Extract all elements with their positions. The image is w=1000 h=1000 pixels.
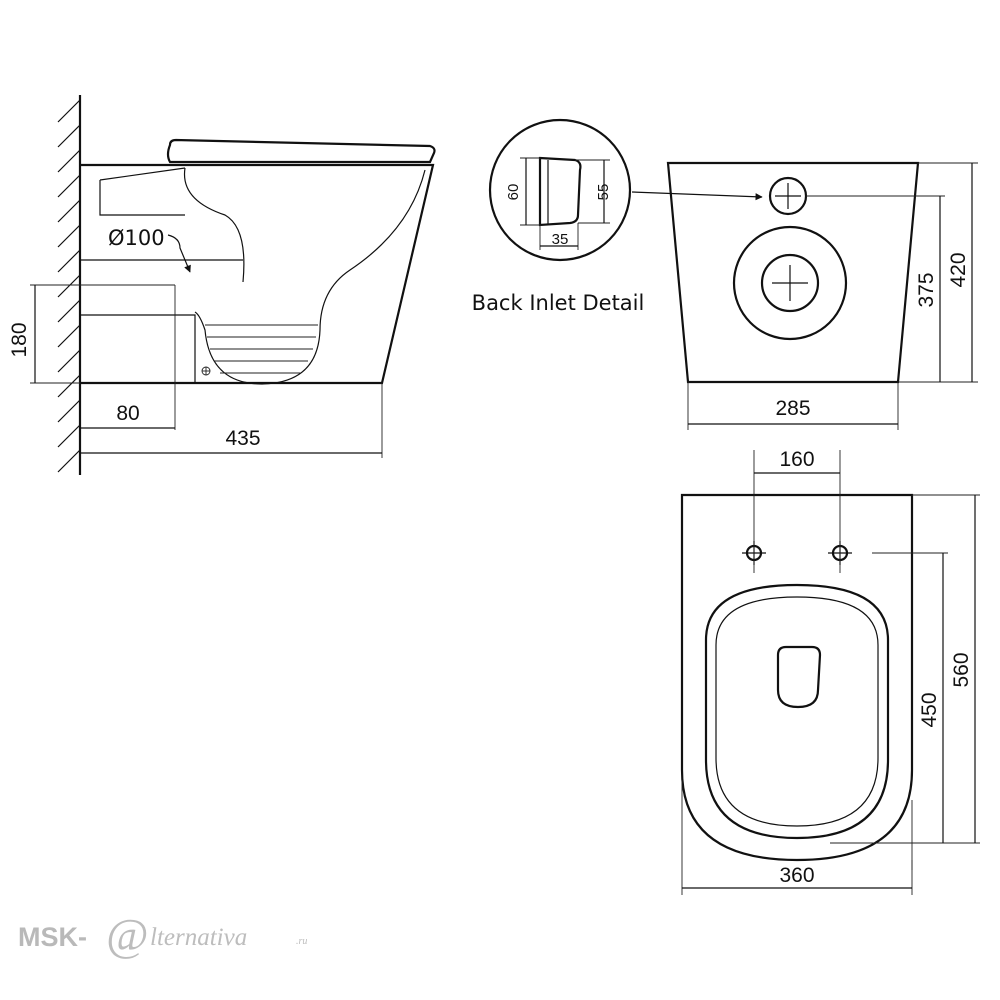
bolt-holes [742,541,852,565]
watermark-at-glyph: @ [106,909,148,960]
total-depth-label: 435 [225,427,260,450]
watermark-script: lternativa [150,924,247,951]
bowl-interior [194,169,426,385]
side-view: Ø100 180 80 435 [8,95,436,475]
watermark-brand: MSK- [18,922,87,952]
watermark-logo: MSK- @ lternativa .ru [18,909,307,960]
outlet-ring [732,225,848,341]
total-length-label: 560 [950,652,973,687]
seat-outline [166,138,436,164]
outer-height-label: 60 [505,184,522,201]
inlet-height-back-label: 375 [915,272,938,307]
top-width-label: 360 [779,864,814,887]
back-width-label: 285 [775,397,810,420]
trapway-curve [183,167,245,283]
pipe-diameter-label: Ø100 [108,226,165,250]
inlet-height-label: 180 [8,322,31,357]
outlet-icon [760,253,820,313]
length-to-bolts-label: 450 [918,692,941,727]
depth-label: 35 [552,231,569,248]
top-view: 160 450 560 360 [680,448,980,895]
wall-offset-label: 80 [116,402,139,425]
seat-inner [715,596,879,827]
outlet-pipe [80,259,243,383]
water-ribs [205,324,318,374]
top-outline [680,493,914,862]
rim-channel [99,167,186,216]
inlet-detail-title: Back Inlet Detail [472,291,645,315]
drain-opening [776,645,822,709]
bolt-spacing-label: 160 [779,448,814,471]
inlet-detail-circle [488,118,632,262]
inlet-section [538,156,582,227]
total-height-label: 420 [947,252,970,287]
bowl-outline [80,163,435,385]
inlet-detail: 60 55 35 Back Inlet Detail [472,118,763,315]
inner-height-label: 55 [595,184,612,201]
seat-ring [704,583,890,840]
back-view: 375 420 285 [666,161,978,430]
watermark-domain: .ru [296,936,307,947]
